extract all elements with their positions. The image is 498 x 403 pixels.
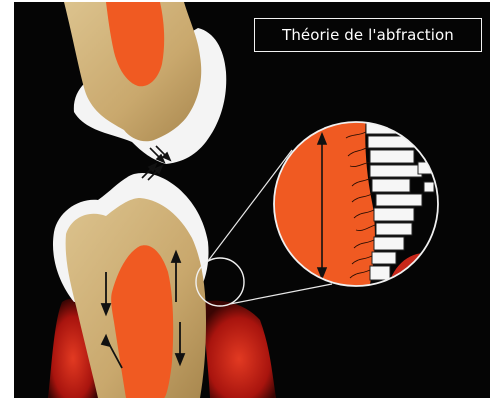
figure-title-box: Théorie de l'abfraction <box>254 18 482 52</box>
figure-title: Théorie de l'abfraction <box>282 26 454 44</box>
gum-right <box>202 301 276 398</box>
tooth-illustration <box>14 2 490 398</box>
diagram-canvas: Théorie de l'abfraction <box>14 2 490 398</box>
zoom-detail <box>274 112 446 302</box>
zoom-connector-bottom <box>230 284 332 304</box>
